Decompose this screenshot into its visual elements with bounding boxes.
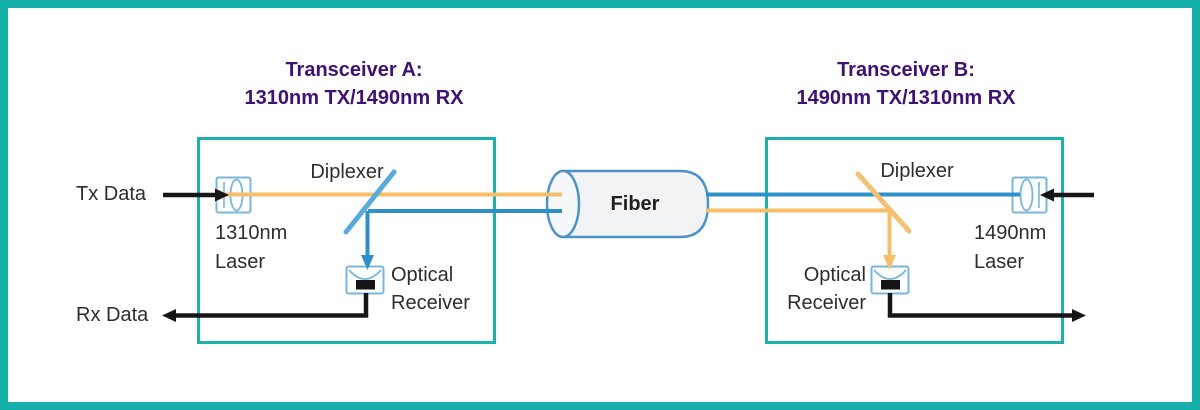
wire-rx-out-a bbox=[162, 293, 369, 322]
diplexer-a-mirror-icon bbox=[343, 169, 397, 235]
transceiver-b-box bbox=[765, 137, 1064, 344]
receiver-a-detector-chip bbox=[356, 280, 375, 290]
laser-a-word: Laser bbox=[215, 251, 266, 273]
receiver-b-detector-chip bbox=[881, 280, 900, 290]
fiber-body bbox=[561, 169, 710, 239]
wire-tx-in-b bbox=[1040, 188, 1094, 202]
wire-rx-out-b bbox=[887, 293, 1086, 322]
receiver-a-label: Optical Receiver bbox=[391, 261, 470, 317]
receiver-a-icon bbox=[345, 265, 385, 295]
diplexer-a-label: Diplexer bbox=[310, 161, 384, 183]
diplexer-b-mirror-icon bbox=[855, 171, 912, 234]
beam-b-arrowhead-icon bbox=[883, 255, 896, 270]
receiver-a-label-line2: Receiver bbox=[391, 292, 470, 314]
receiver-b-label-line2: Receiver bbox=[787, 292, 866, 314]
transceiver-b-title-line1: Transceiver B: bbox=[837, 59, 975, 81]
transceiver-b-title: Transceiver B: 1490nm TX/1310nm RX bbox=[746, 56, 1066, 112]
rx-b-arrowhead-icon bbox=[1072, 309, 1086, 322]
diplexer-b-label: Diplexer bbox=[880, 160, 954, 182]
laser-a-wavelength: 1310nm bbox=[215, 222, 288, 244]
transceiver-a-title-line1: Transceiver A: bbox=[285, 59, 423, 81]
wire-tx-in-a bbox=[163, 188, 229, 202]
beam-a-arrowhead-icon bbox=[361, 255, 374, 270]
receiver-b-label-line1: Optical bbox=[803, 264, 866, 286]
receiver-a-label-line1: Optical bbox=[391, 264, 454, 286]
laser-b-wavelength: 1490nm bbox=[974, 222, 1047, 244]
laser-b-label: 1490nm Laser bbox=[974, 219, 1046, 277]
fiber-label: Fiber bbox=[610, 193, 660, 215]
transceiver-a-title-line2: 1310nm TX/1490nm RX bbox=[244, 87, 464, 109]
rx-data-label: Rx Data bbox=[76, 304, 149, 326]
beam-down-to-receiver-a bbox=[361, 211, 374, 270]
fiber-icon bbox=[545, 169, 710, 239]
receiver-b-label: Optical Receiver bbox=[758, 261, 866, 317]
transceiver-a-box bbox=[197, 137, 496, 344]
laser-a-label: 1310nm Laser bbox=[215, 219, 287, 277]
transceiver-a-title: Transceiver A: 1310nm TX/1490nm RX bbox=[194, 56, 514, 112]
transceiver-b-title-line2: 1490nm TX/1310nm RX bbox=[796, 87, 1016, 109]
fiber-end-cap bbox=[545, 169, 581, 239]
tx-a-arrowhead-icon bbox=[215, 188, 229, 202]
tx-data-label: Tx Data bbox=[76, 183, 147, 205]
tx-b-arrowhead-icon bbox=[1040, 188, 1054, 202]
receiver-b-icon bbox=[870, 265, 910, 295]
laser-b-word: Laser bbox=[974, 251, 1025, 273]
rx-a-arrowhead-icon bbox=[162, 309, 176, 322]
beam-down-to-receiver-b bbox=[883, 210, 896, 270]
